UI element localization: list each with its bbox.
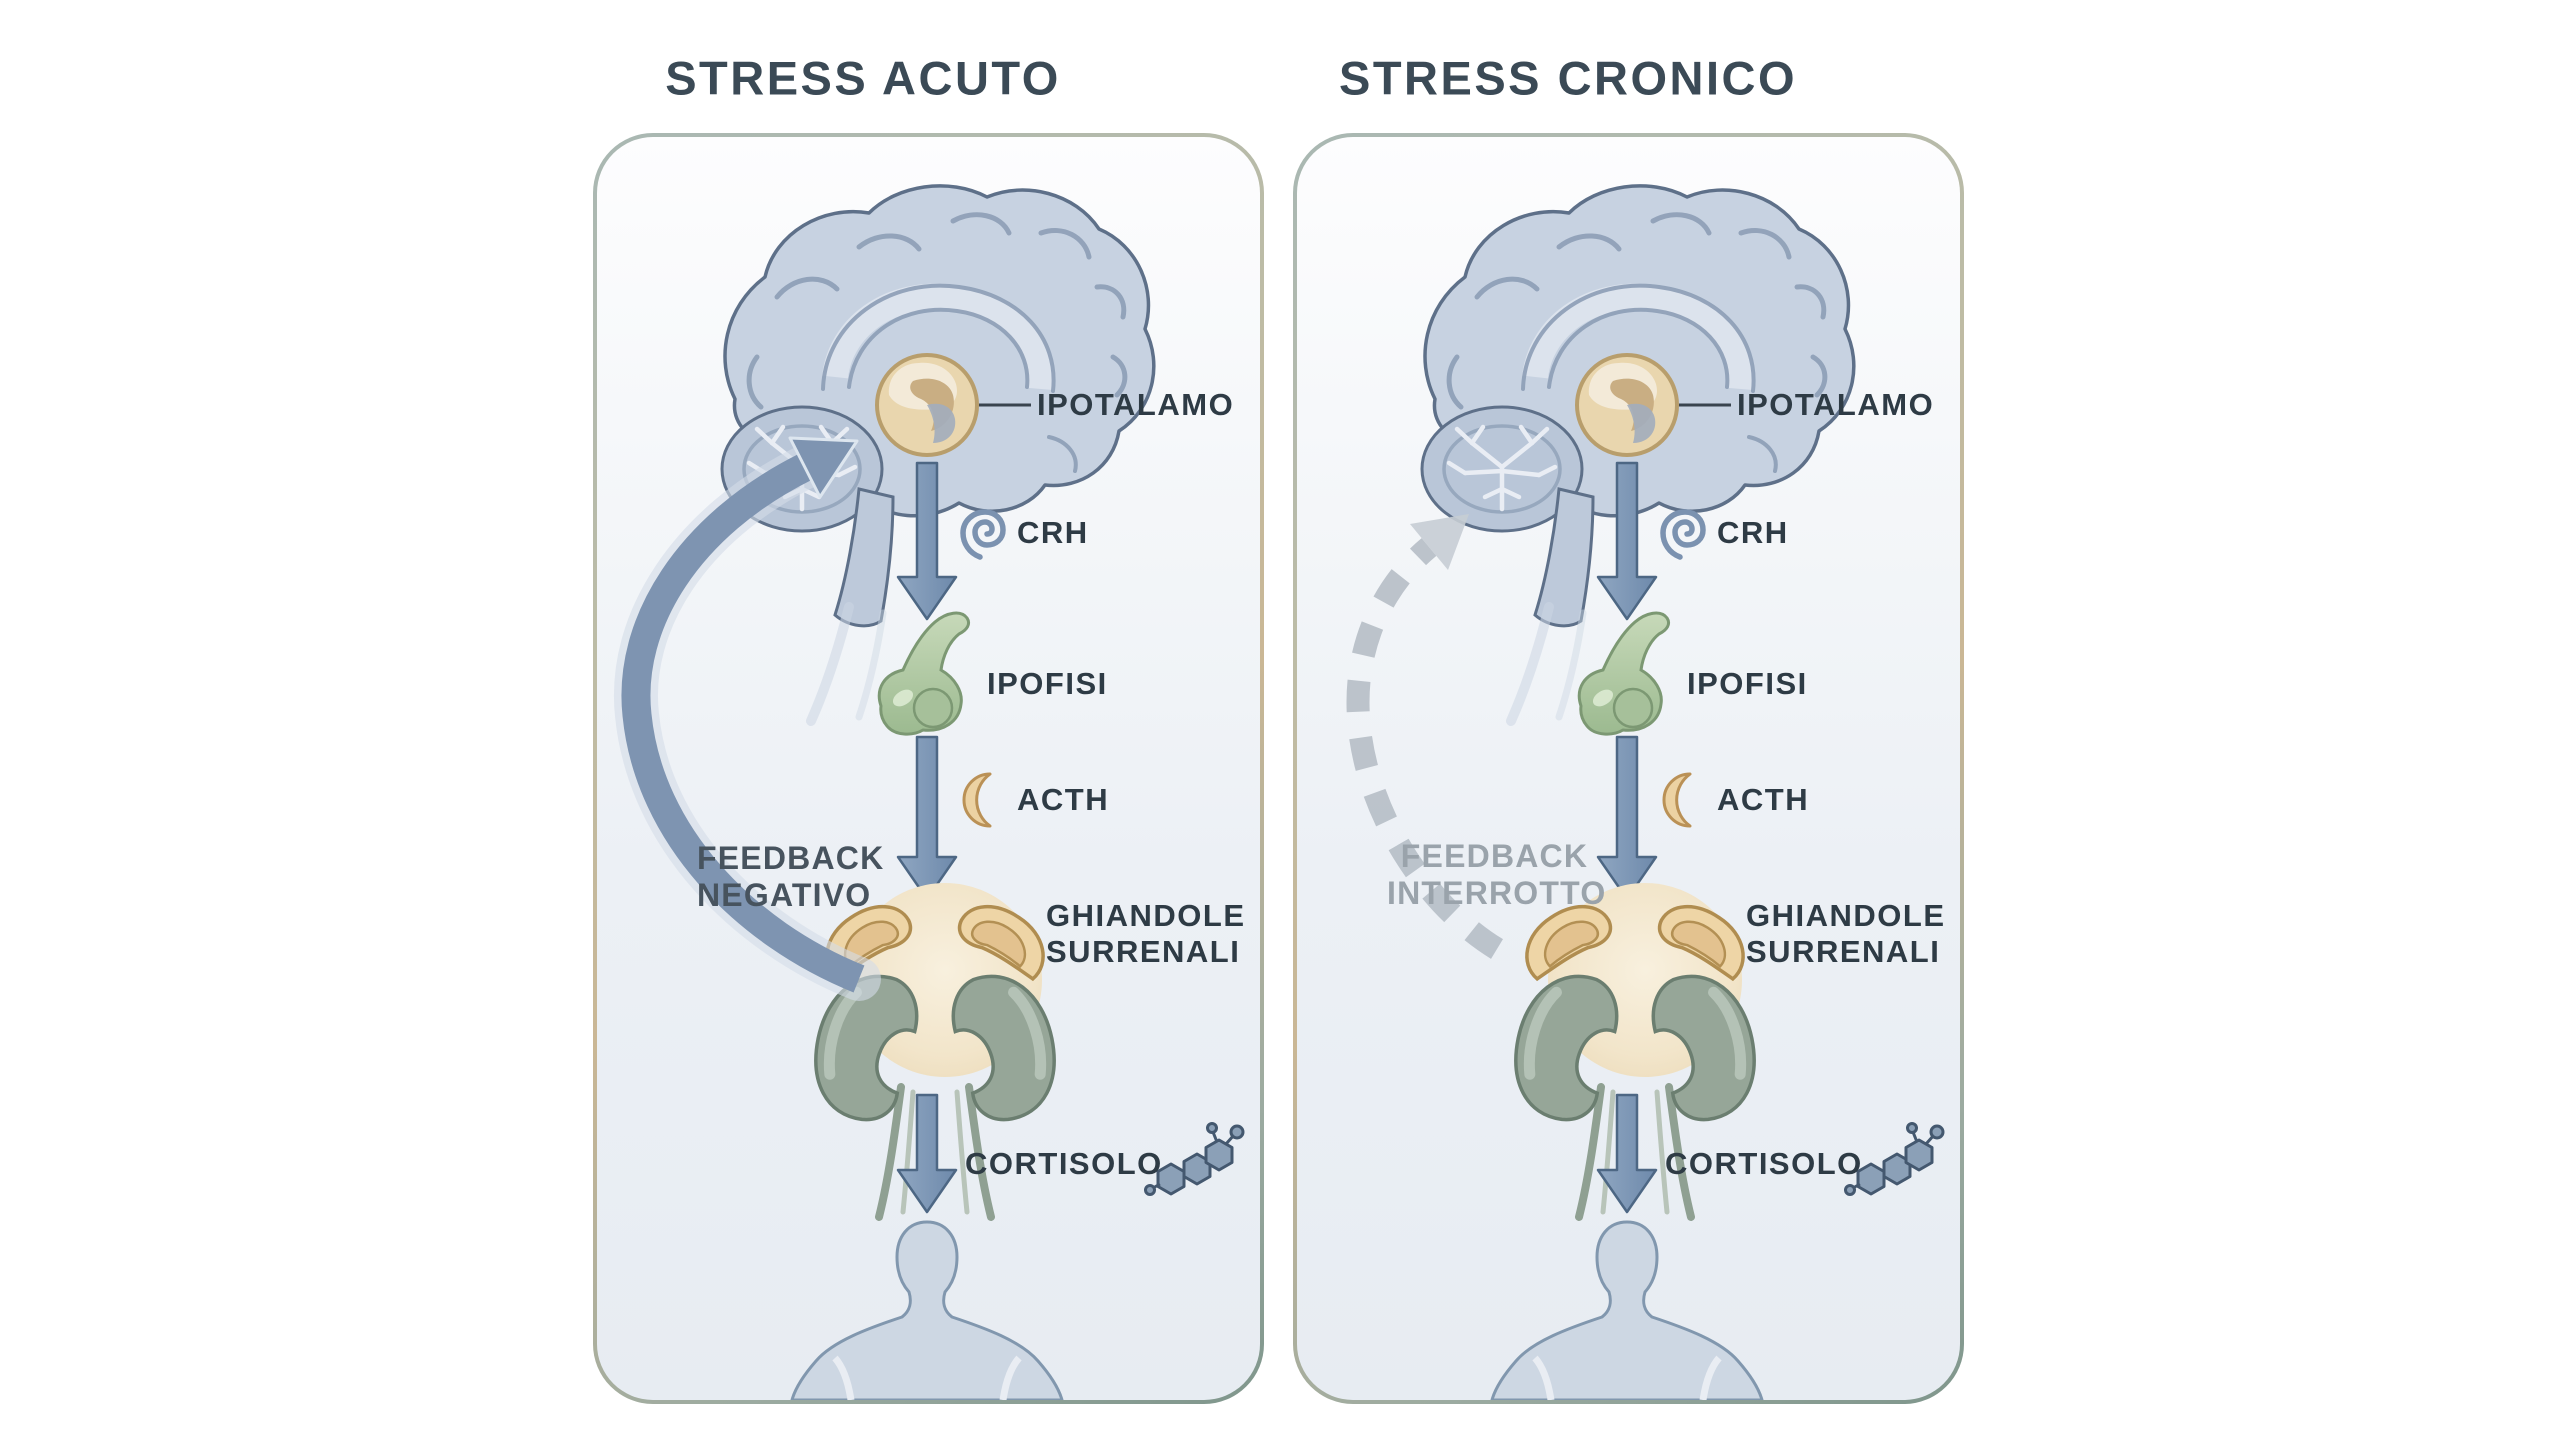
label-crh: CRH [1717,515,1789,550]
pituitary-gland-illustration [1577,611,1671,736]
panel-stress-cronico: IPOTALAMO CRH IPOFISI ACTH GHIANDOLE SUR… [1293,133,1964,1404]
label-ipofisi: IPOFISI [987,666,1108,701]
title-stress-cronico: STRESS CRONICO [1338,51,1798,105]
label-feedback: FEEDBACK [697,840,885,876]
label-ghiandole-surrenali: GHIANDOLE SURRENALI [1746,898,1946,970]
human-silhouette [1490,1220,1764,1400]
label-interrotto: INTERROTTO [1387,875,1607,911]
panel-stress-acuto: IPOTALAMO CRH IPOFISI ACTH GHIANDOLE SUR… [593,133,1264,1404]
label-ghiandole: GHIANDOLE [1046,898,1246,933]
crh-spiral-icon [963,512,1003,557]
label-cortisolo: CORTISOLO [965,1146,1163,1181]
label-acth: ACTH [1017,782,1110,817]
panel-stress-acuto-body: IPOTALAMO CRH IPOFISI ACTH GHIANDOLE SUR… [597,137,1260,1400]
title-stress-acuto: STRESS ACUTO [665,51,1061,105]
arrow-acth-down-icon [1596,735,1658,901]
arrow-crh-down-icon [896,461,958,621]
label-surrenali: SURRENALI [1046,934,1241,969]
panel-stress-cronico-body: IPOTALAMO CRH IPOFISI ACTH GHIANDOLE SUR… [1297,137,1960,1400]
label-cortisolo: CORTISOLO [1665,1146,1863,1181]
arrow-cortisol-down-icon [896,1093,958,1214]
pituitary-gland-illustration [877,611,971,736]
label-ipotalamo: IPOTALAMO [1037,387,1235,422]
arrow-cortisol-down-icon [1596,1093,1658,1214]
acth-crescent-icon [1662,772,1692,828]
label-ghiandole-surrenali: GHIANDOLE SURRENALI [1046,898,1246,970]
acth-crescent-icon [962,772,992,828]
interrupted-feedback-arrow [1346,514,1504,959]
arrow-acth-down-icon [896,735,958,901]
label-feedback-interrotto: FEEDBACK INTERROTTO [1387,838,1607,912]
label-feedback-negativo: FEEDBACK NEGATIVO [697,840,884,914]
crh-spiral-icon [1663,512,1703,557]
arrow-crh-down-icon [1596,461,1658,621]
label-negativo: NEGATIVO [697,877,872,913]
human-silhouette [790,1220,1064,1400]
negative-feedback-arrow [614,436,881,1001]
label-ipofisi: IPOFISI [1687,666,1808,701]
label-ghiandole: GHIANDOLE [1746,898,1946,933]
label-feedback: FEEDBACK [1400,838,1589,874]
label-surrenali: SURRENALI [1746,934,1941,969]
label-acth: ACTH [1717,782,1810,817]
label-crh: CRH [1017,515,1089,550]
label-ipotalamo: IPOTALAMO [1737,387,1935,422]
